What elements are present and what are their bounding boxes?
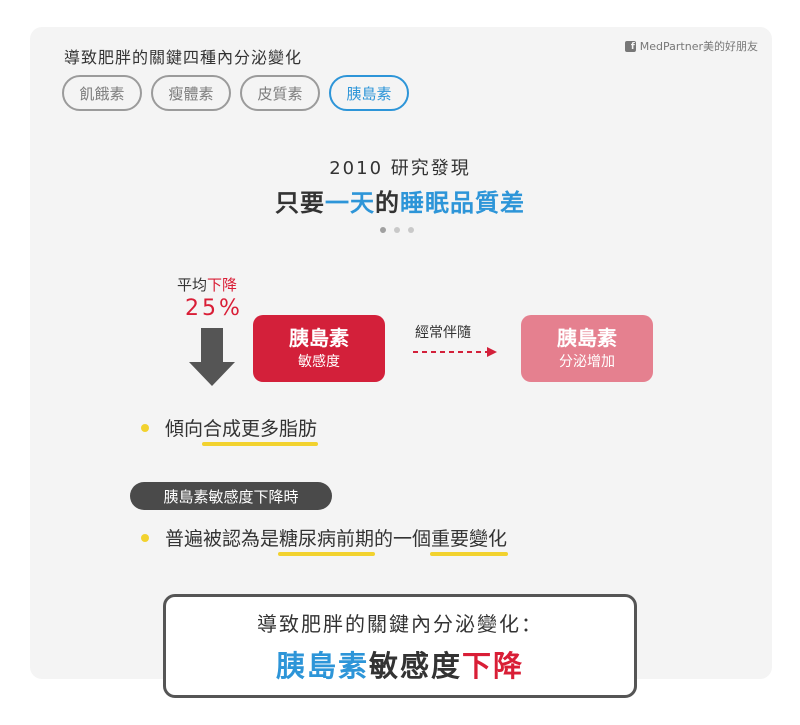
bullet2-part-d: 重要變化 <box>430 524 509 556</box>
arrow-down-icon <box>189 328 235 386</box>
bullet2-part-b: 糖尿病前期 <box>278 524 376 556</box>
brand-name: MedPartner美的好朋友 <box>639 40 758 53</box>
bullet-dot <box>141 423 149 432</box>
headline-part-c: 的 <box>375 189 400 217</box>
box-left-title: 胰島素 <box>289 325 349 350</box>
drop-label-a: 平均 <box>177 276 208 294</box>
headline-part-a: 只要 <box>275 189 325 217</box>
tab-ghrelin[interactable]: 飢餓素 <box>62 75 142 111</box>
bullet2-part-c: 的一個 <box>374 528 432 550</box>
tab-leptin[interactable]: 瘦體素 <box>151 75 231 111</box>
summary-line-2-a: 胰島素 <box>275 648 369 683</box>
summary-line-2: 胰島素敏感度下降 <box>276 643 524 685</box>
insulin-secretion-box: 胰島素 分泌增加 <box>521 315 653 382</box>
tab-insulin[interactable]: 胰島素 <box>329 75 409 111</box>
bullet2-part-a: 普遍被認為是 <box>165 528 280 550</box>
headline: 只要一天的睡眠品質差 <box>0 183 800 218</box>
hormone-tabs: 飢餓素 瘦體素 皮質素 胰島素 <box>62 75 409 111</box>
pagination-dots <box>380 227 414 233</box>
drop-value: 25% <box>185 296 243 321</box>
bullet1-part-b: 合成更多脂肪 <box>202 414 319 446</box>
insulin-sensitivity-box: 胰島素 敏感度 <box>253 315 385 382</box>
dashed-arrow-icon <box>413 347 497 357</box>
box-left-subtitle: 敏感度 <box>298 353 340 370</box>
brand-credit: f MedPartner美的好朋友 <box>624 38 758 54</box>
pagination-dot-1[interactable] <box>380 227 386 233</box>
content-card <box>30 27 772 679</box>
condition-pill: 胰島素敏感度下降時 <box>130 482 332 510</box>
study-line: 2010 研究發現 <box>329 158 471 179</box>
page-title: 導致肥胖的關鍵四種內分泌變化 <box>64 48 303 67</box>
connector-label: 經常伴隨 <box>415 325 471 341</box>
pagination-dot-3[interactable] <box>408 227 414 233</box>
pagination-dot-2[interactable] <box>394 227 400 233</box>
box-right-title: 胰島素 <box>557 325 617 350</box>
headline-part-d: 睡眠品質差 <box>400 189 525 217</box>
facebook-icon: f <box>624 40 636 52</box>
bullet-prediabetes: 普遍被認為是糖尿病前期的一個重要變化 <box>141 524 509 556</box>
summary-line-2-b: 敏感度 <box>368 648 462 683</box>
box-right-subtitle: 分泌增加 <box>559 353 615 370</box>
bullet1-part-a: 傾向 <box>165 418 204 440</box>
summary-line-1: 導致肥胖的關鍵內分泌變化： <box>257 611 543 636</box>
summary-box: 導致肥胖的關鍵內分泌變化： 胰島素敏感度下降 <box>163 594 637 698</box>
headline-part-b: 一天 <box>325 189 375 217</box>
drop-label-b: 下降 <box>207 276 238 294</box>
tab-cortisol[interactable]: 皮質素 <box>240 75 320 111</box>
bullet-dot <box>141 533 149 542</box>
drop-label: 平均下降 <box>177 274 237 295</box>
bullet-fat-synthesis: 傾向合成更多脂肪 <box>141 414 319 446</box>
summary-line-2-c: 下降 <box>462 648 525 683</box>
